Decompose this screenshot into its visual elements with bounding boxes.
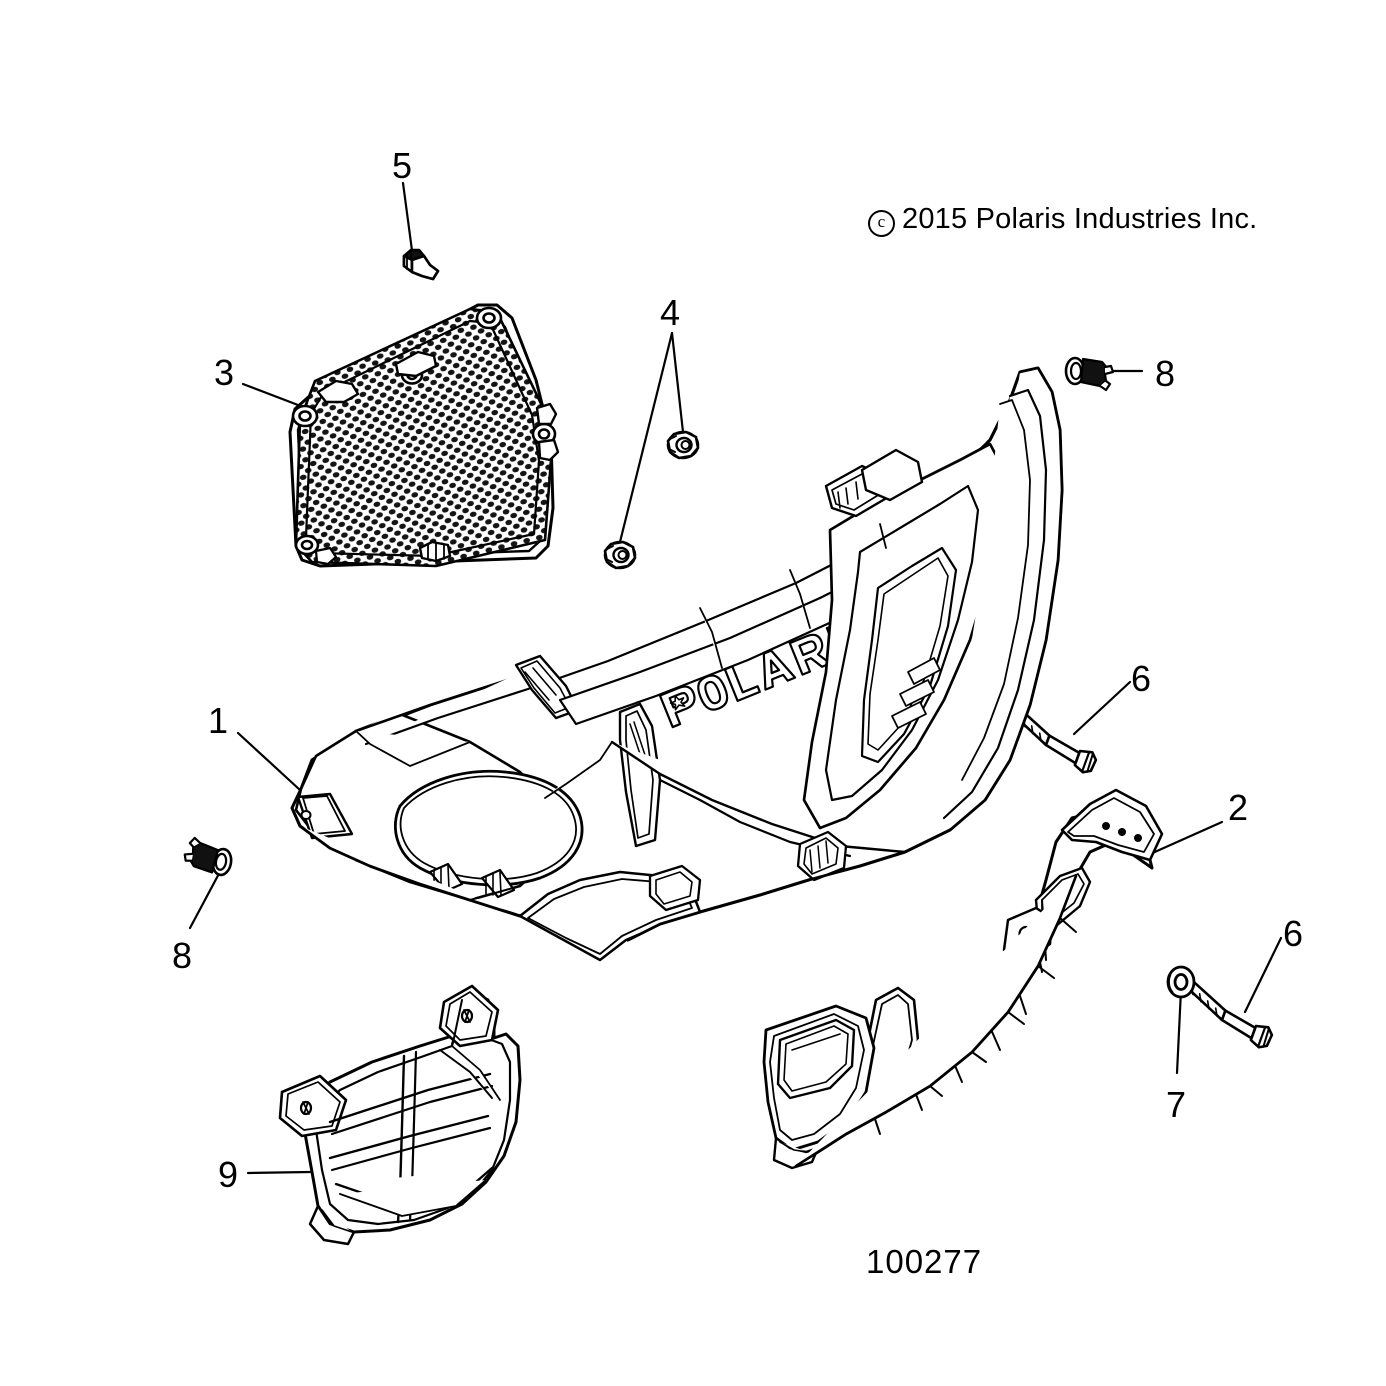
callout-number-self-tapping-bolt: 6	[1283, 913, 1304, 954]
part-hex-nut-upper	[666, 430, 700, 460]
part-mesh-grille	[288, 303, 560, 568]
part-brush-guard	[278, 984, 522, 1246]
callout-number-brush-guard-frame: 9	[218, 1154, 239, 1195]
callout-number-hex-flange-nut: 4	[660, 292, 681, 333]
callout-number-flat-washer: 7	[1166, 1084, 1187, 1125]
part-push-rivet-lower	[181, 835, 236, 878]
drawing-number: 100277	[866, 1243, 983, 1280]
copyright-symbol-icon: c	[868, 210, 895, 237]
leader-lines	[188, 181, 1283, 1175]
part-flat-washer	[1166, 965, 1196, 999]
part-shoulder-screw	[402, 248, 440, 281]
copyright-text: 2015 Polaris Industries Inc.	[902, 203, 1258, 235]
callout-number-lower-bumper-skid: 2	[1228, 787, 1249, 828]
callout-number-mesh-grille: 3	[214, 352, 235, 393]
callout-number-front-bumper-fascia: 1	[208, 700, 229, 741]
callout-number-self-tapping-bolt: 6	[1131, 658, 1152, 699]
part-front-bumper	[290, 366, 1064, 962]
part-lower-bumper	[762, 788, 1164, 1170]
callout-number-shoulder-screw: 5	[392, 145, 413, 186]
part-push-rivet-upper	[1064, 356, 1115, 392]
callout-number-push-rivet: 8	[1155, 353, 1176, 394]
copyright-notice: c 2015 Polaris Industries Inc.	[868, 203, 1257, 237]
part-hex-nut-lower	[603, 540, 637, 570]
callout-number-push-rivet: 8	[172, 935, 193, 976]
